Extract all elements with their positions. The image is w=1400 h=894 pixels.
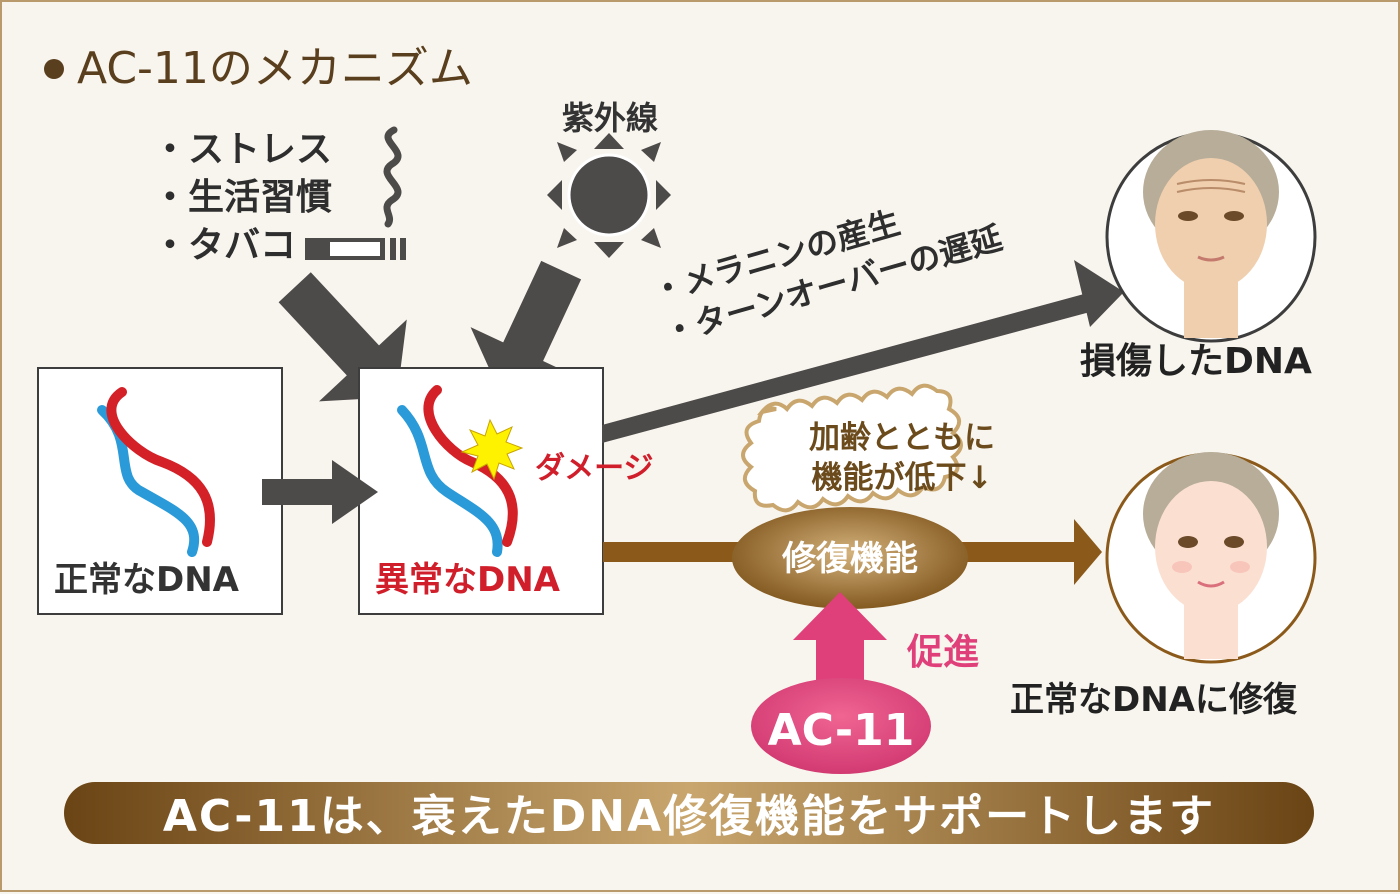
ac11-circle — [751, 678, 931, 774]
restored-dna-label: 正常なDNAに修復 — [1010, 680, 1297, 720]
damaged-dna-label: 損傷したDNA — [1080, 341, 1312, 382]
promote-arrow — [793, 592, 887, 692]
damage-path-arrow — [602, 260, 1124, 443]
normal-dna-icon — [97, 387, 215, 557]
aging-note-line2: 機能が低下↓ — [811, 460, 993, 497]
cigarette-icon — [305, 238, 406, 260]
repair-label: 修復機能 — [782, 539, 918, 579]
restored-face-portrait — [1105, 452, 1317, 664]
damage-burst-icon — [460, 418, 524, 481]
cause-stress: ・ストレス — [152, 129, 333, 170]
sun-icon — [547, 133, 671, 258]
normal-dna-label: 正常なDNA — [54, 560, 239, 600]
abnormal-dna-label: 異常なDNA — [375, 560, 560, 600]
smoke-icon — [383, 126, 402, 228]
title-bullet-icon — [44, 59, 64, 79]
aging-bubble — [741, 383, 963, 513]
promote-label: 促進 — [907, 632, 980, 673]
progress-arrow — [262, 460, 378, 524]
aging-note: 加齢とともに 機能が低下↓ — [792, 418, 1012, 499]
aging-note-line1: 加齢とともに — [809, 420, 995, 456]
aged-face-portrait — [1105, 130, 1317, 343]
repair-oval — [732, 507, 968, 609]
diagram-title: AC-11のメカニズム — [77, 43, 473, 94]
banner-text: AC-11は、衰えたDNA修復機能をサポートします — [162, 791, 1216, 842]
cause-tobacco: ・タバコ — [152, 225, 297, 266]
summary-banner — [64, 782, 1314, 844]
cause-lifestyle: ・生活習慣 — [152, 177, 333, 218]
uv-arrow — [470, 260, 582, 397]
ac11-label: AC-11 — [767, 705, 915, 756]
uv-label: 紫外線 — [562, 99, 659, 137]
damage-label: ダメージ — [535, 451, 654, 486]
abnormal-dna-icon — [397, 385, 518, 557]
